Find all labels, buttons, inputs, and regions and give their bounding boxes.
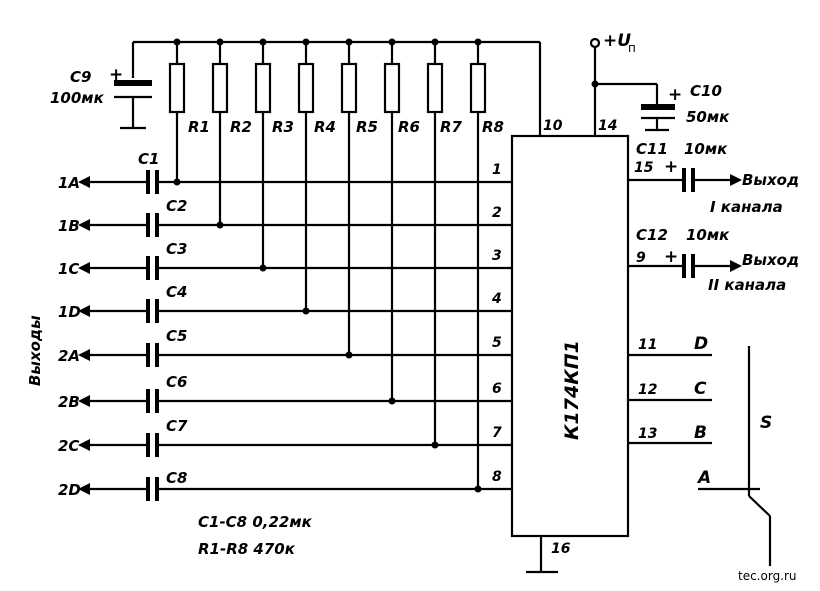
channel-line-3: 1C C3 3 bbox=[58, 240, 512, 280]
control-a-label: A bbox=[696, 468, 711, 488]
r1-label: R1 bbox=[188, 118, 210, 136]
resistor-r4: R4 bbox=[297, 38, 336, 315]
out2-line2-label: II канала bbox=[708, 276, 786, 294]
control-inputs: 11 12 13 D C B A bbox=[628, 334, 760, 491]
output-2b-label: 2B bbox=[58, 393, 80, 411]
resistor-r5: R5 bbox=[340, 38, 378, 359]
cap-c8-label: C8 bbox=[166, 469, 187, 487]
c9-value-label: 100мк bbox=[50, 89, 105, 107]
c10-plus-label: + bbox=[668, 85, 682, 105]
channel-line-1: 1A C1 1 bbox=[58, 150, 512, 194]
control-d-label: D bbox=[694, 334, 708, 354]
supply-label: +U bbox=[603, 31, 631, 51]
output-1a-label: 1A bbox=[58, 174, 80, 192]
resistor-r7: R7 bbox=[426, 38, 463, 449]
cap-c4-label: C4 bbox=[166, 283, 187, 301]
pin-10-label: 10 bbox=[543, 118, 563, 134]
r4-label: R4 bbox=[314, 118, 336, 136]
watermark: tec.org.ru bbox=[738, 569, 797, 583]
cap-c6-label: C6 bbox=[166, 373, 187, 391]
r6-label: R6 bbox=[398, 118, 420, 136]
pin-6-label: 6 bbox=[492, 381, 502, 397]
pin-12-label: 12 bbox=[638, 382, 657, 398]
pin-3-label: 3 bbox=[492, 248, 502, 264]
c9-plus-label: + bbox=[109, 65, 123, 85]
r8-label: R8 bbox=[482, 118, 504, 136]
r7-label: R7 bbox=[440, 118, 463, 136]
resistor-r3: R3 bbox=[254, 38, 294, 272]
control-c-label: C bbox=[694, 379, 707, 399]
outputs-title: Выходы bbox=[26, 315, 44, 386]
pin-13-label: 13 bbox=[638, 426, 657, 442]
pin-11-label: 11 bbox=[638, 337, 657, 353]
r3-label: R3 bbox=[272, 118, 294, 136]
c12-plus-label: + bbox=[664, 247, 678, 267]
output-channel-2: 9 + C12 10мк Выход II канала bbox=[628, 226, 799, 294]
r2-label: R2 bbox=[230, 118, 252, 136]
c12-value-label: 10мк bbox=[686, 226, 730, 244]
resistor-r8: R8 bbox=[469, 38, 504, 493]
capacitor-c10: + C10 50мк bbox=[641, 82, 730, 132]
output-1c-label: 1C bbox=[58, 260, 79, 278]
resistor-r2: R2 bbox=[211, 38, 252, 229]
channel-line-4: 1D C4 4 bbox=[58, 283, 512, 323]
channel-line-2: 1B C2 2 bbox=[58, 197, 512, 237]
channel-line-8: 2D C8 8 bbox=[58, 469, 512, 501]
chip-k174kp1: К174КП1 10 14 bbox=[510, 118, 630, 538]
c9-name-label: C9 bbox=[70, 68, 91, 86]
cap-c2-label: C2 bbox=[166, 197, 187, 215]
switch-s: S bbox=[747, 346, 772, 566]
c10-value-label: 50мк bbox=[686, 108, 730, 126]
output-1b-label: 1B bbox=[58, 217, 80, 235]
output-channel-1: 15 + C11 10мк Выход I канала bbox=[628, 140, 799, 216]
channel-line-6: 2B C6 6 bbox=[58, 373, 512, 413]
supply-terminal: +U п bbox=[589, 31, 657, 136]
r5-label: R5 bbox=[356, 118, 378, 136]
cap-c3-label: C3 bbox=[166, 240, 187, 258]
pin-1-label: 1 bbox=[492, 162, 502, 178]
supply-subscript: п bbox=[628, 41, 636, 55]
cap-c7-label: C7 bbox=[166, 417, 188, 435]
output-2a-label: 2A bbox=[58, 347, 80, 365]
pin-15-label: 15 bbox=[634, 160, 654, 176]
c10-name-label: C10 bbox=[690, 82, 722, 100]
out2-line1-label: Выход bbox=[742, 251, 799, 269]
pin-16-label: 16 bbox=[551, 541, 571, 557]
channel-line-5: 2A C5 5 bbox=[58, 327, 512, 367]
supply-rail bbox=[131, 40, 542, 136]
pin-8-label: 8 bbox=[492, 469, 502, 485]
out1-line1-label: Выход bbox=[742, 171, 799, 189]
pin-9-label: 9 bbox=[636, 250, 646, 266]
ground-pin-16: 16 bbox=[526, 536, 571, 574]
capacitor-c9: + C9 100мк bbox=[50, 65, 152, 130]
output-2c-label: 2C bbox=[58, 437, 79, 455]
cap-c5-label: C5 bbox=[166, 327, 187, 345]
res-value-note: R1-R8 470к bbox=[198, 540, 296, 558]
c11-value-label: 10мк bbox=[684, 140, 728, 158]
c12-name-label: C12 bbox=[636, 226, 668, 244]
resistor-r6: R6 bbox=[383, 38, 420, 405]
output-2d-label: 2D bbox=[58, 481, 81, 499]
pin-2-label: 2 bbox=[492, 205, 502, 221]
pin-5-label: 5 bbox=[492, 335, 502, 351]
resistor-r1: R1 bbox=[168, 38, 210, 186]
pin-14-label: 14 bbox=[598, 118, 617, 134]
switch-label: S bbox=[760, 413, 772, 433]
output-1d-label: 1D bbox=[58, 303, 81, 321]
control-b-label: B bbox=[694, 423, 707, 443]
caps-value-note: C1-C8 0,22мк bbox=[198, 513, 313, 531]
out1-line2-label: I канала bbox=[710, 198, 783, 216]
c11-name-label: C11 bbox=[636, 140, 668, 158]
channel-line-7: 2C C7 7 bbox=[58, 417, 512, 457]
pin-7-label: 7 bbox=[492, 425, 502, 441]
pin-4-label: 4 bbox=[491, 291, 502, 307]
chip-name-label: К174КП1 bbox=[561, 340, 583, 440]
c11-plus-label: + bbox=[664, 157, 678, 177]
cap-c1-label: C1 bbox=[138, 150, 159, 168]
